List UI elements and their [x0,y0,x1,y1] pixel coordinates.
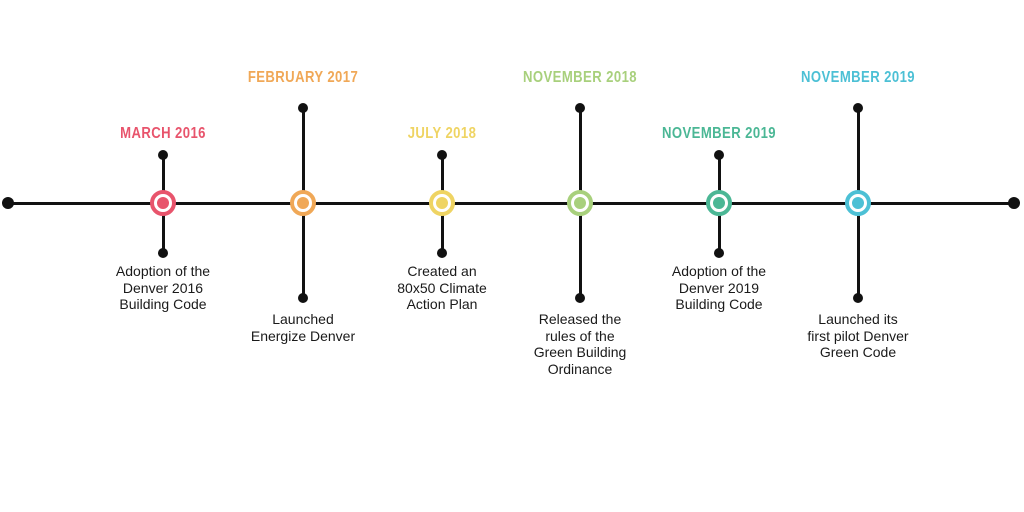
marker-ring [150,190,176,216]
stem-top-dot [575,103,585,113]
timeline-axis [8,202,1014,205]
stem-bottom-dot [298,293,308,303]
marker-ring [567,190,593,216]
stem-top-dot [158,150,168,160]
date-label: JULY 2018 [407,125,477,142]
marker-ring [429,190,455,216]
milestone-description: Created an 80x50 Climate Action Plan [397,263,487,312]
date-label: FEBRUARY 2017 [247,69,359,86]
stem-bottom-dot [437,248,447,258]
milestone-description: Released the rules of the Green Building… [533,311,627,377]
stem-bottom-dot [575,293,585,303]
marker-ring [706,190,732,216]
marker-ring [290,190,316,216]
stem-bottom-dot [853,293,863,303]
stem-top-dot [853,103,863,113]
stem-top-dot [298,103,308,113]
date-label: NOVEMBER 2019 [662,125,776,142]
date-label: NOVEMBER 2018 [523,69,637,86]
stem-bottom-dot [158,248,168,258]
axis-end-dot [1008,197,1020,209]
marker-ring [845,190,871,216]
stem-top-dot [714,150,724,160]
stem-bottom-dot [714,248,724,258]
milestone-description: Launched Energize Denver [250,311,356,344]
date-label: NOVEMBER 2019 [801,69,915,86]
axis-start-dot [2,197,14,209]
stem-top-dot [437,150,447,160]
date-label: MARCH 2016 [120,125,206,142]
milestone-description: Launched its first pilot Denver Green Co… [807,311,909,360]
milestone-description: Adoption of the Denver 2019 Building Cod… [671,263,767,312]
milestone-description: Adoption of the Denver 2016 Building Cod… [115,263,211,312]
